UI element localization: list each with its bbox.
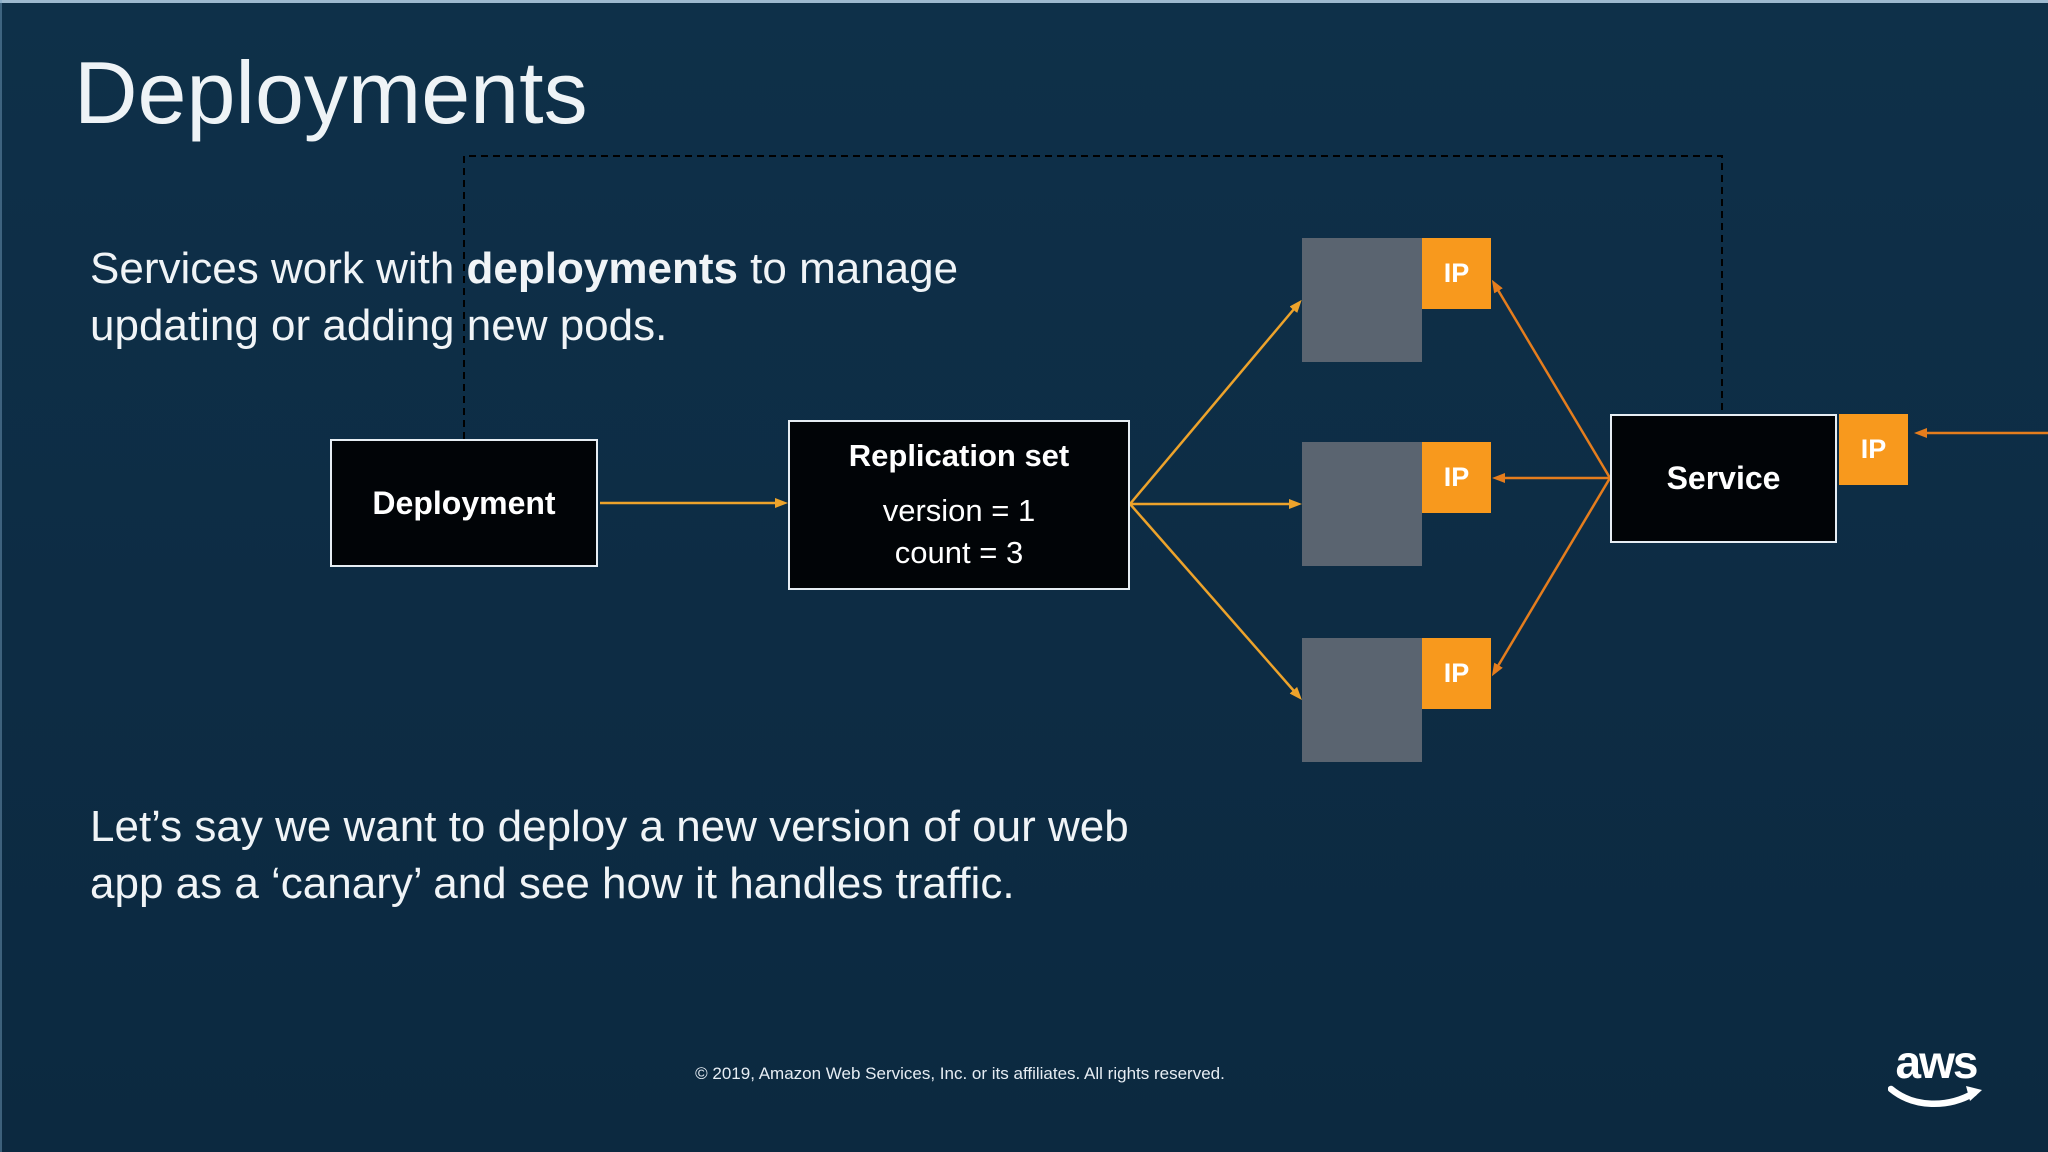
- aws-smile-icon: [1888, 1085, 1982, 1107]
- service-ip-badge: IP: [1839, 414, 1908, 485]
- replicaset-version-line: version = 1: [882, 493, 1036, 528]
- service-box: Service: [1610, 414, 1837, 543]
- intro-text-post: to manage updating or adding new pods.: [90, 244, 959, 350]
- replicaset-count-line: count = 3: [894, 535, 1024, 570]
- pod-1: [1302, 238, 1422, 362]
- top-edge-strip: [0, 0, 2048, 3]
- arrow-replicaset-to-pod1: [1129, 299, 1302, 505]
- left-edge-strip: [0, 0, 2, 1152]
- intro-text-bold: deployments: [466, 244, 738, 293]
- pod-3-ip-badge: IP: [1422, 638, 1491, 709]
- slide-title: Deployments: [74, 43, 588, 142]
- arrow-service-to-ip3: [1491, 477, 1612, 677]
- intro-text-pre: Services work with: [90, 244, 467, 293]
- pod-3: [1302, 638, 1422, 762]
- replicaset-title: Replication set: [848, 438, 1070, 473]
- arrow-service-to-ip1: [1491, 279, 1612, 479]
- body-paragraph: Let’s say we want to deploy a new versio…: [90, 802, 1129, 908]
- pod-2: [1302, 442, 1422, 566]
- deployment-box: Deployment: [330, 439, 598, 567]
- pod-1-ip-badge: IP: [1422, 238, 1491, 309]
- copyright-text: © 2019, Amazon Web Services, Inc. or its…: [695, 1064, 1225, 1083]
- intro-paragraph: Services work with deployments to manage…: [90, 240, 990, 354]
- arrow-replicaset-to-pod3: [1129, 503, 1302, 701]
- replicaset-box: Replication set version = 1 count = 3: [788, 420, 1130, 590]
- aws-logo-text: aws: [1895, 1036, 1979, 1088]
- aws-logo: aws: [1884, 1036, 1988, 1110]
- pod-2-ip-badge: IP: [1422, 442, 1491, 513]
- service-label: Service: [1666, 460, 1781, 496]
- deployment-label: Deployment: [372, 484, 556, 521]
